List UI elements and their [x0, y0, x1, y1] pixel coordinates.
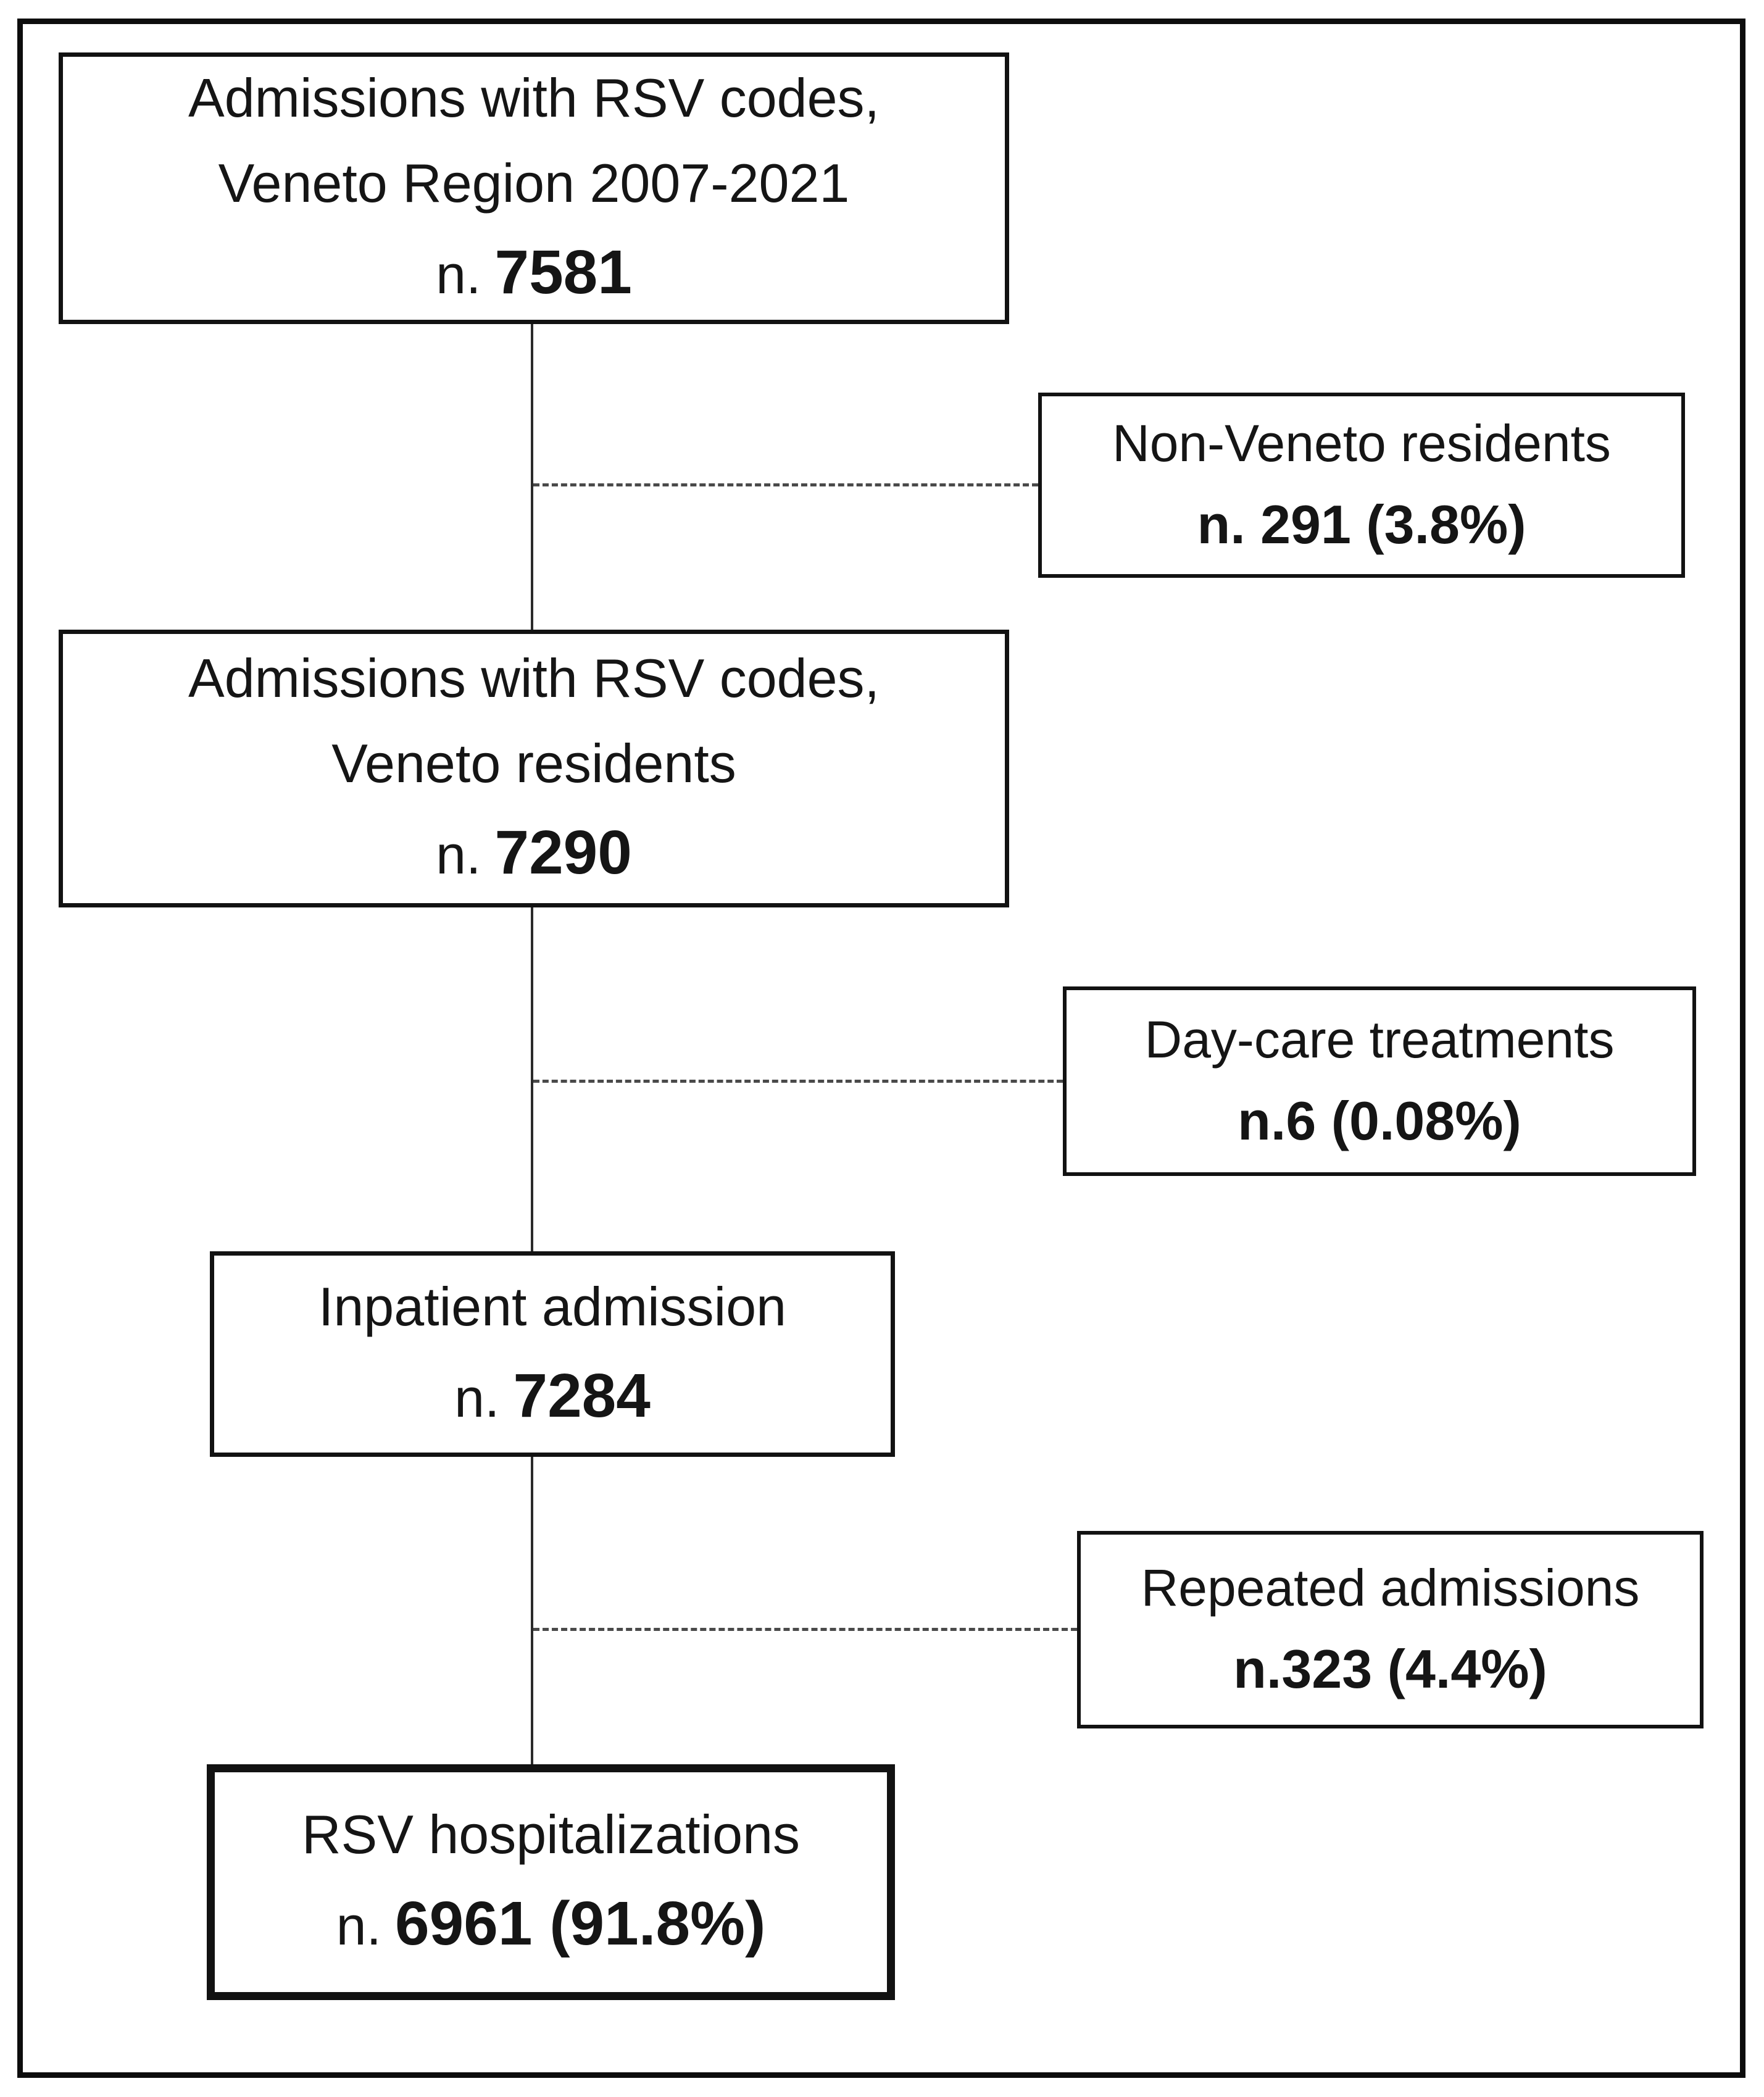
box-text-line: Veneto Region 2007-2021 — [218, 152, 850, 214]
count-prefix: n. — [436, 824, 481, 885]
main-connector-line — [531, 324, 533, 1764]
outer-frame — [17, 19, 1745, 2078]
box-count-line: n.6 (0.08%) — [1238, 1090, 1521, 1151]
box-count-line: n.7581 — [436, 226, 632, 321]
box-count-line: n.323 (4.4%) — [1233, 1638, 1547, 1699]
box-text-line: Admissions with RSV codes, — [188, 67, 880, 128]
count-value: 7290 — [494, 818, 632, 887]
count-value: 7284 — [513, 1361, 651, 1430]
box-admissions-rsv-region: Admissions with RSV codes, Veneto Region… — [59, 52, 1009, 324]
box-text-line: Repeated admissions — [1141, 1559, 1640, 1617]
box-admissions-rsv-veneto-residents: Admissions with RSV codes, Veneto reside… — [59, 630, 1009, 907]
box-text-line: Day-care treatments — [1144, 1010, 1615, 1069]
box-repeated-admissions: Repeated admissions n.323 (4.4%) — [1077, 1531, 1704, 1728]
box-text-line: Inpatient admission — [318, 1275, 787, 1337]
box-text-line: Non-Veneto residents — [1112, 414, 1611, 472]
count-prefix: n. — [336, 1895, 381, 1956]
box-count-line: n.6961 (91.8%) — [336, 1877, 766, 1972]
box-count-line: n.7284 — [454, 1349, 651, 1445]
dashed-connector-repeated — [533, 1628, 1077, 1631]
box-non-veneto-residents: Non-Veneto residents n. 291 (3.8%) — [1038, 393, 1685, 578]
count-prefix: n. — [454, 1367, 500, 1428]
box-count-line: n.7290 — [436, 806, 632, 901]
box-rsv-hospitalizations: RSV hospitalizations n.6961 (91.8%) — [207, 1764, 895, 2000]
box-text-line: Admissions with RSV codes, — [188, 648, 880, 709]
dashed-connector-day-care — [533, 1080, 1063, 1083]
count-value: 6961 (91.8%) — [395, 1889, 766, 1958]
box-inpatient-admission: Inpatient admission n.7284 — [210, 1251, 895, 1457]
dashed-connector-non-veneto — [533, 483, 1038, 486]
box-day-care-treatments: Day-care treatments n.6 (0.08%) — [1063, 986, 1696, 1176]
count-value: 7581 — [494, 238, 632, 307]
box-text-line: RSV hospitalizations — [301, 1804, 801, 1865]
box-text-line: Veneto residents — [331, 733, 736, 794]
count-prefix: n. — [436, 244, 481, 305]
box-count-line: n. 291 (3.8%) — [1197, 494, 1526, 555]
